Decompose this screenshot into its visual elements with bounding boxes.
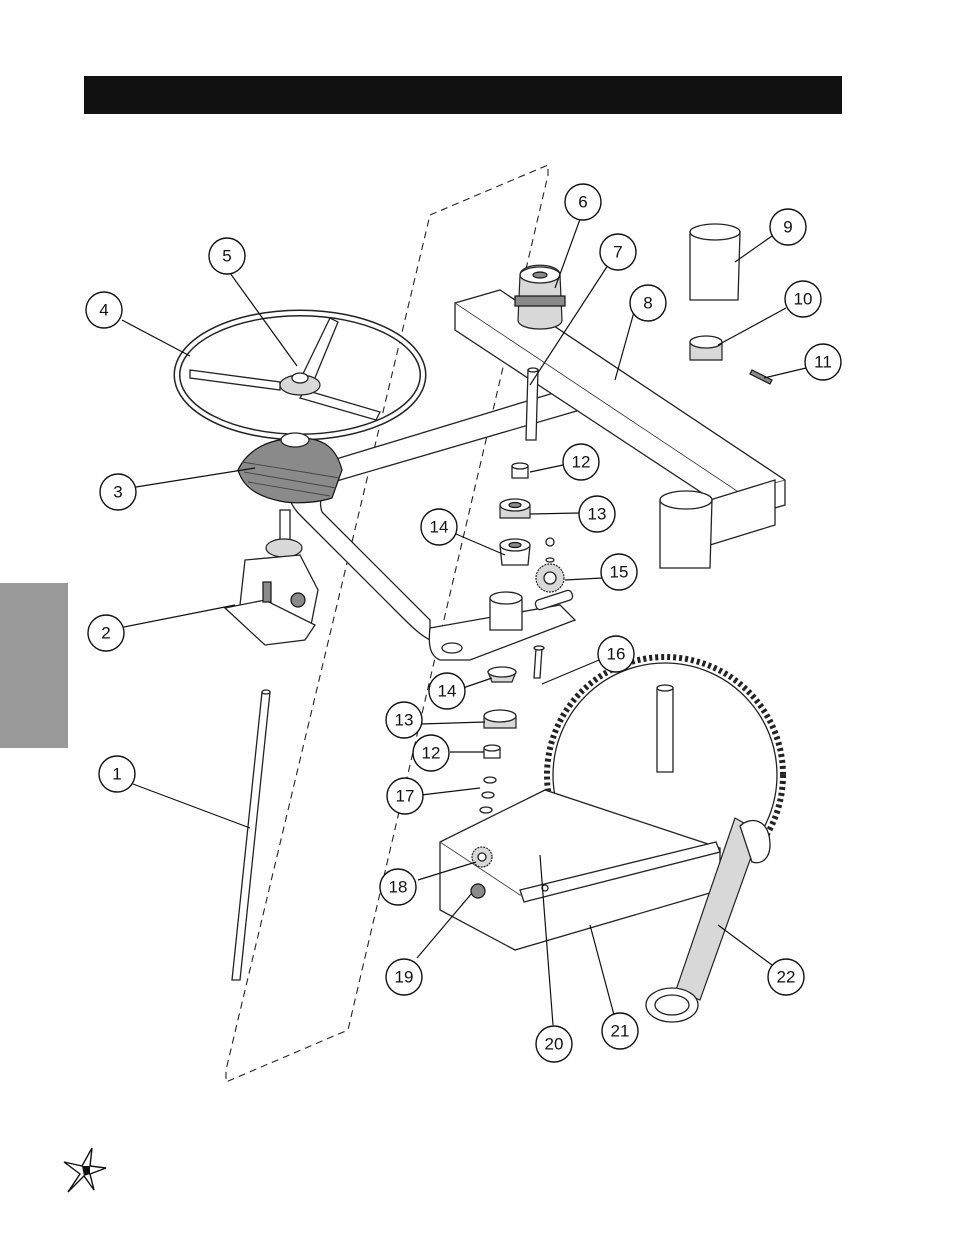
svg-text:5: 5 <box>222 247 231 266</box>
callouts: 1 2 3 4 5 6 7 8 9 10 11 12 13 14 15 16 1… <box>85 183 842 1063</box>
svg-text:11: 11 <box>814 353 832 372</box>
svg-text:4: 4 <box>99 301 108 320</box>
callout-12a: 12 <box>562 443 600 481</box>
svg-text:20: 20 <box>545 1035 564 1054</box>
svg-text:13: 13 <box>395 711 414 730</box>
svg-text:6: 6 <box>578 193 587 212</box>
svg-text:12: 12 <box>422 744 441 763</box>
housing-21 <box>439 789 721 951</box>
sprocket-15 <box>535 537 565 593</box>
callout-13a: 13 <box>578 495 616 533</box>
gear-box-2 <box>223 509 319 646</box>
svg-text:21: 21 <box>611 1022 630 1041</box>
callout-1: 1 <box>98 755 136 793</box>
steering-wheel-4 <box>173 309 427 441</box>
callout-7: 7 <box>599 233 637 271</box>
callout-21: 21 <box>601 1012 639 1050</box>
svg-text:15: 15 <box>610 563 629 582</box>
callout-12b: 12 <box>412 734 450 772</box>
callout-17: 17 <box>386 777 424 815</box>
leader-lines <box>121 210 807 1026</box>
svg-text:16: 16 <box>607 645 626 664</box>
callout-5: 5 <box>208 237 246 275</box>
callout-14b: 14 <box>428 672 466 710</box>
svg-text:3: 3 <box>113 483 122 502</box>
shaft-1 <box>231 689 271 981</box>
steering-frame <box>288 384 581 661</box>
square-tube-8 <box>454 289 786 546</box>
svg-text:2: 2 <box>101 624 110 643</box>
callout-8: 8 <box>629 284 667 322</box>
svg-text:18: 18 <box>389 878 408 897</box>
svg-text:22: 22 <box>777 968 796 987</box>
callout-13b: 13 <box>385 701 423 739</box>
svg-text:7: 7 <box>613 243 622 262</box>
svg-text:9: 9 <box>783 218 792 237</box>
svg-text:10: 10 <box>794 290 813 309</box>
side-section-tab <box>0 583 68 748</box>
bushings <box>483 462 531 759</box>
sprocket-18 <box>471 846 493 868</box>
svg-text:12: 12 <box>572 453 591 472</box>
crank-arm-22 <box>645 817 771 1023</box>
svg-text:17: 17 <box>396 787 415 806</box>
svg-text:14: 14 <box>430 518 449 537</box>
callout-3: 3 <box>99 473 137 511</box>
rubber-boot-3 <box>237 432 343 504</box>
cotter-pin-11 <box>749 369 773 385</box>
shaft-7 <box>525 367 539 441</box>
callout-6: 6 <box>564 183 602 221</box>
tube-9 <box>659 223 741 569</box>
svg-text:1: 1 <box>112 765 121 784</box>
header-bar <box>84 76 842 114</box>
svg-text:19: 19 <box>395 968 414 987</box>
callout-19: 19 <box>385 958 423 996</box>
callout-22: 22 <box>767 958 805 996</box>
callout-10: 10 <box>784 280 822 318</box>
callout-4: 4 <box>85 291 123 329</box>
callout-2: 2 <box>87 614 125 652</box>
bolt-16 <box>533 645 545 679</box>
svg-text:14: 14 <box>438 682 457 701</box>
callout-11: 11 <box>804 343 842 381</box>
callout-14a: 14 <box>420 508 458 546</box>
coupler-6 <box>514 264 566 330</box>
callout-18: 18 <box>379 868 417 906</box>
sprocket-19 <box>470 883 486 899</box>
svg-text:13: 13 <box>588 505 607 524</box>
castle-nut-10 <box>689 335 723 361</box>
callout-16: 16 <box>597 635 635 673</box>
callout-15: 15 <box>600 553 638 591</box>
callout-20: 20 <box>535 1025 573 1063</box>
starburst-logo-icon <box>63 1147 107 1193</box>
svg-text:8: 8 <box>643 294 652 313</box>
callout-9: 9 <box>769 208 807 246</box>
